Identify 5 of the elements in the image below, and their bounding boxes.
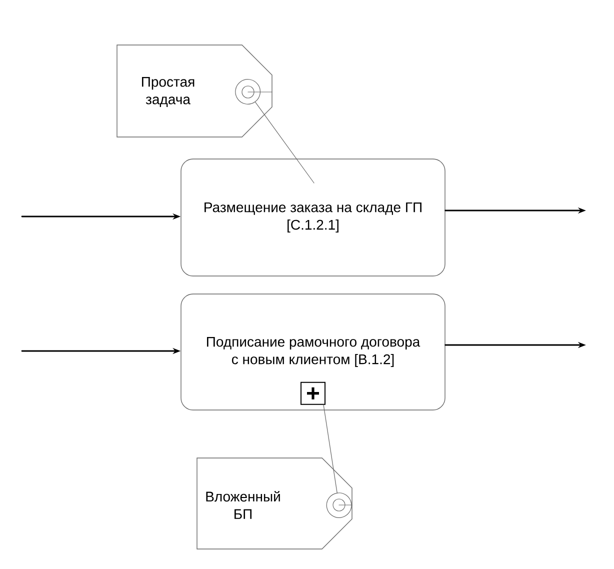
subprocess-marker [300,382,326,405]
process-box: Подписание рамочного договора с новым клиентом [B.1.2] [180,294,446,410]
leader-line [235,79,314,184]
process-box: Размещение заказа на складе ГП [C.1.2.1] [180,158,446,276]
leader-line [323,404,352,518]
